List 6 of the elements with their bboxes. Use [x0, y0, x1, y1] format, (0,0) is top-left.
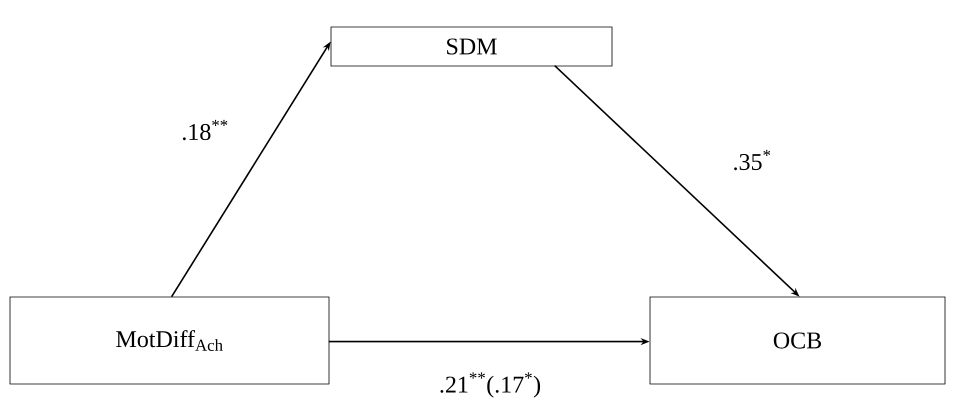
edge-label: .35$^{*}$ [732, 148, 772, 172]
edge-label: .18$^{**}$ [180, 118, 230, 142]
process-box: MotDiff$_{Ach}$ [10, 296, 330, 384]
edge-label: .21$^{**}$(.17$^{*}$) [438, 371, 542, 399]
process-box: SDM [330, 26, 612, 66]
process-box: OCB [650, 296, 946, 384]
